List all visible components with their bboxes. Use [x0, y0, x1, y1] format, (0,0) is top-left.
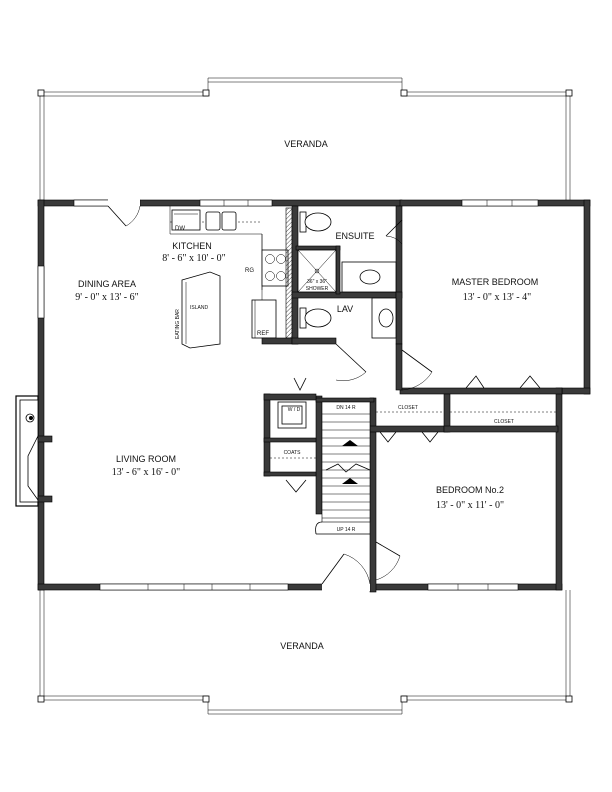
ensuite-vanity — [341, 261, 397, 293]
dining-name: DINING AREA — [78, 279, 136, 289]
kitchen-dims: 8' - 6" x 10' - 0" — [162, 253, 225, 264]
plumbing-wall — [285, 207, 293, 339]
bedroom2-name: BEDROOM No.2 — [436, 485, 504, 495]
kitchen-name: KITCHEN — [172, 241, 212, 251]
living-dims: 13' - 6" x 16' - 0" — [112, 467, 180, 478]
closet-bed2-label: CLOSET — [494, 419, 514, 425]
window-left — [37, 265, 45, 319]
lav-toilet — [299, 307, 332, 329]
shower-label-2: SHOWER — [306, 286, 329, 292]
eating-bar-label: EATING BAR — [175, 309, 181, 339]
living-name: LIVING ROOM — [116, 454, 176, 464]
front-door-bottom — [321, 553, 371, 591]
kitchen-counters — [169, 206, 289, 339]
lav-vanity — [371, 297, 397, 339]
coats-door — [285, 479, 307, 493]
ref-label: REF — [257, 331, 269, 337]
bedroom2-dims: 13' - 0" x 11' - 0" — [436, 500, 504, 511]
dw-label: DW — [175, 226, 185, 232]
bed2-door — [375, 541, 401, 581]
bed2-closet-doors — [379, 431, 439, 443]
lav-label: LAV — [337, 304, 353, 314]
hall-door-lav — [335, 343, 367, 381]
shower-label-1: 36" x 36" — [307, 279, 327, 285]
master-name: MASTER BEDROOM — [452, 277, 539, 287]
stair-closet-door — [293, 377, 307, 391]
ensuite-door — [385, 219, 403, 245]
windows-top — [73, 199, 539, 207]
stair-dn-label: DN 14 R — [336, 405, 356, 411]
coats-label: COATS — [284, 450, 302, 456]
stairs — [315, 395, 375, 535]
wd-label: W / D — [288, 407, 301, 413]
fireplace — [15, 395, 53, 507]
shower — [297, 249, 337, 293]
wd-closet — [263, 393, 317, 477]
bath-walls — [291, 205, 403, 345]
stair-up-label: UP 14 R — [337, 527, 356, 533]
veranda-bottom-label: VERANDA — [280, 641, 324, 651]
veranda-bottom — [37, 590, 573, 715]
master-closet-doors — [465, 375, 541, 389]
closet-master-label: CLOSET — [398, 405, 418, 411]
windows-bottom — [99, 583, 519, 591]
kitchen-island — [181, 271, 221, 349]
veranda-top — [37, 77, 573, 200]
ensuite-label: ENSUITE — [335, 231, 374, 241]
ensuite-toilet — [299, 211, 332, 233]
master-walls — [395, 343, 563, 395]
island-label: ISLAND — [190, 305, 208, 311]
master-door — [401, 349, 433, 391]
master-dims: 13' - 0" x 13' - 4" — [463, 292, 531, 303]
veranda-top-label: VERANDA — [284, 139, 328, 149]
dining-dims: 9' - 0" x 13' - 6" — [75, 292, 138, 303]
front-door-top — [107, 199, 141, 227]
rg-label: RG — [245, 268, 254, 274]
